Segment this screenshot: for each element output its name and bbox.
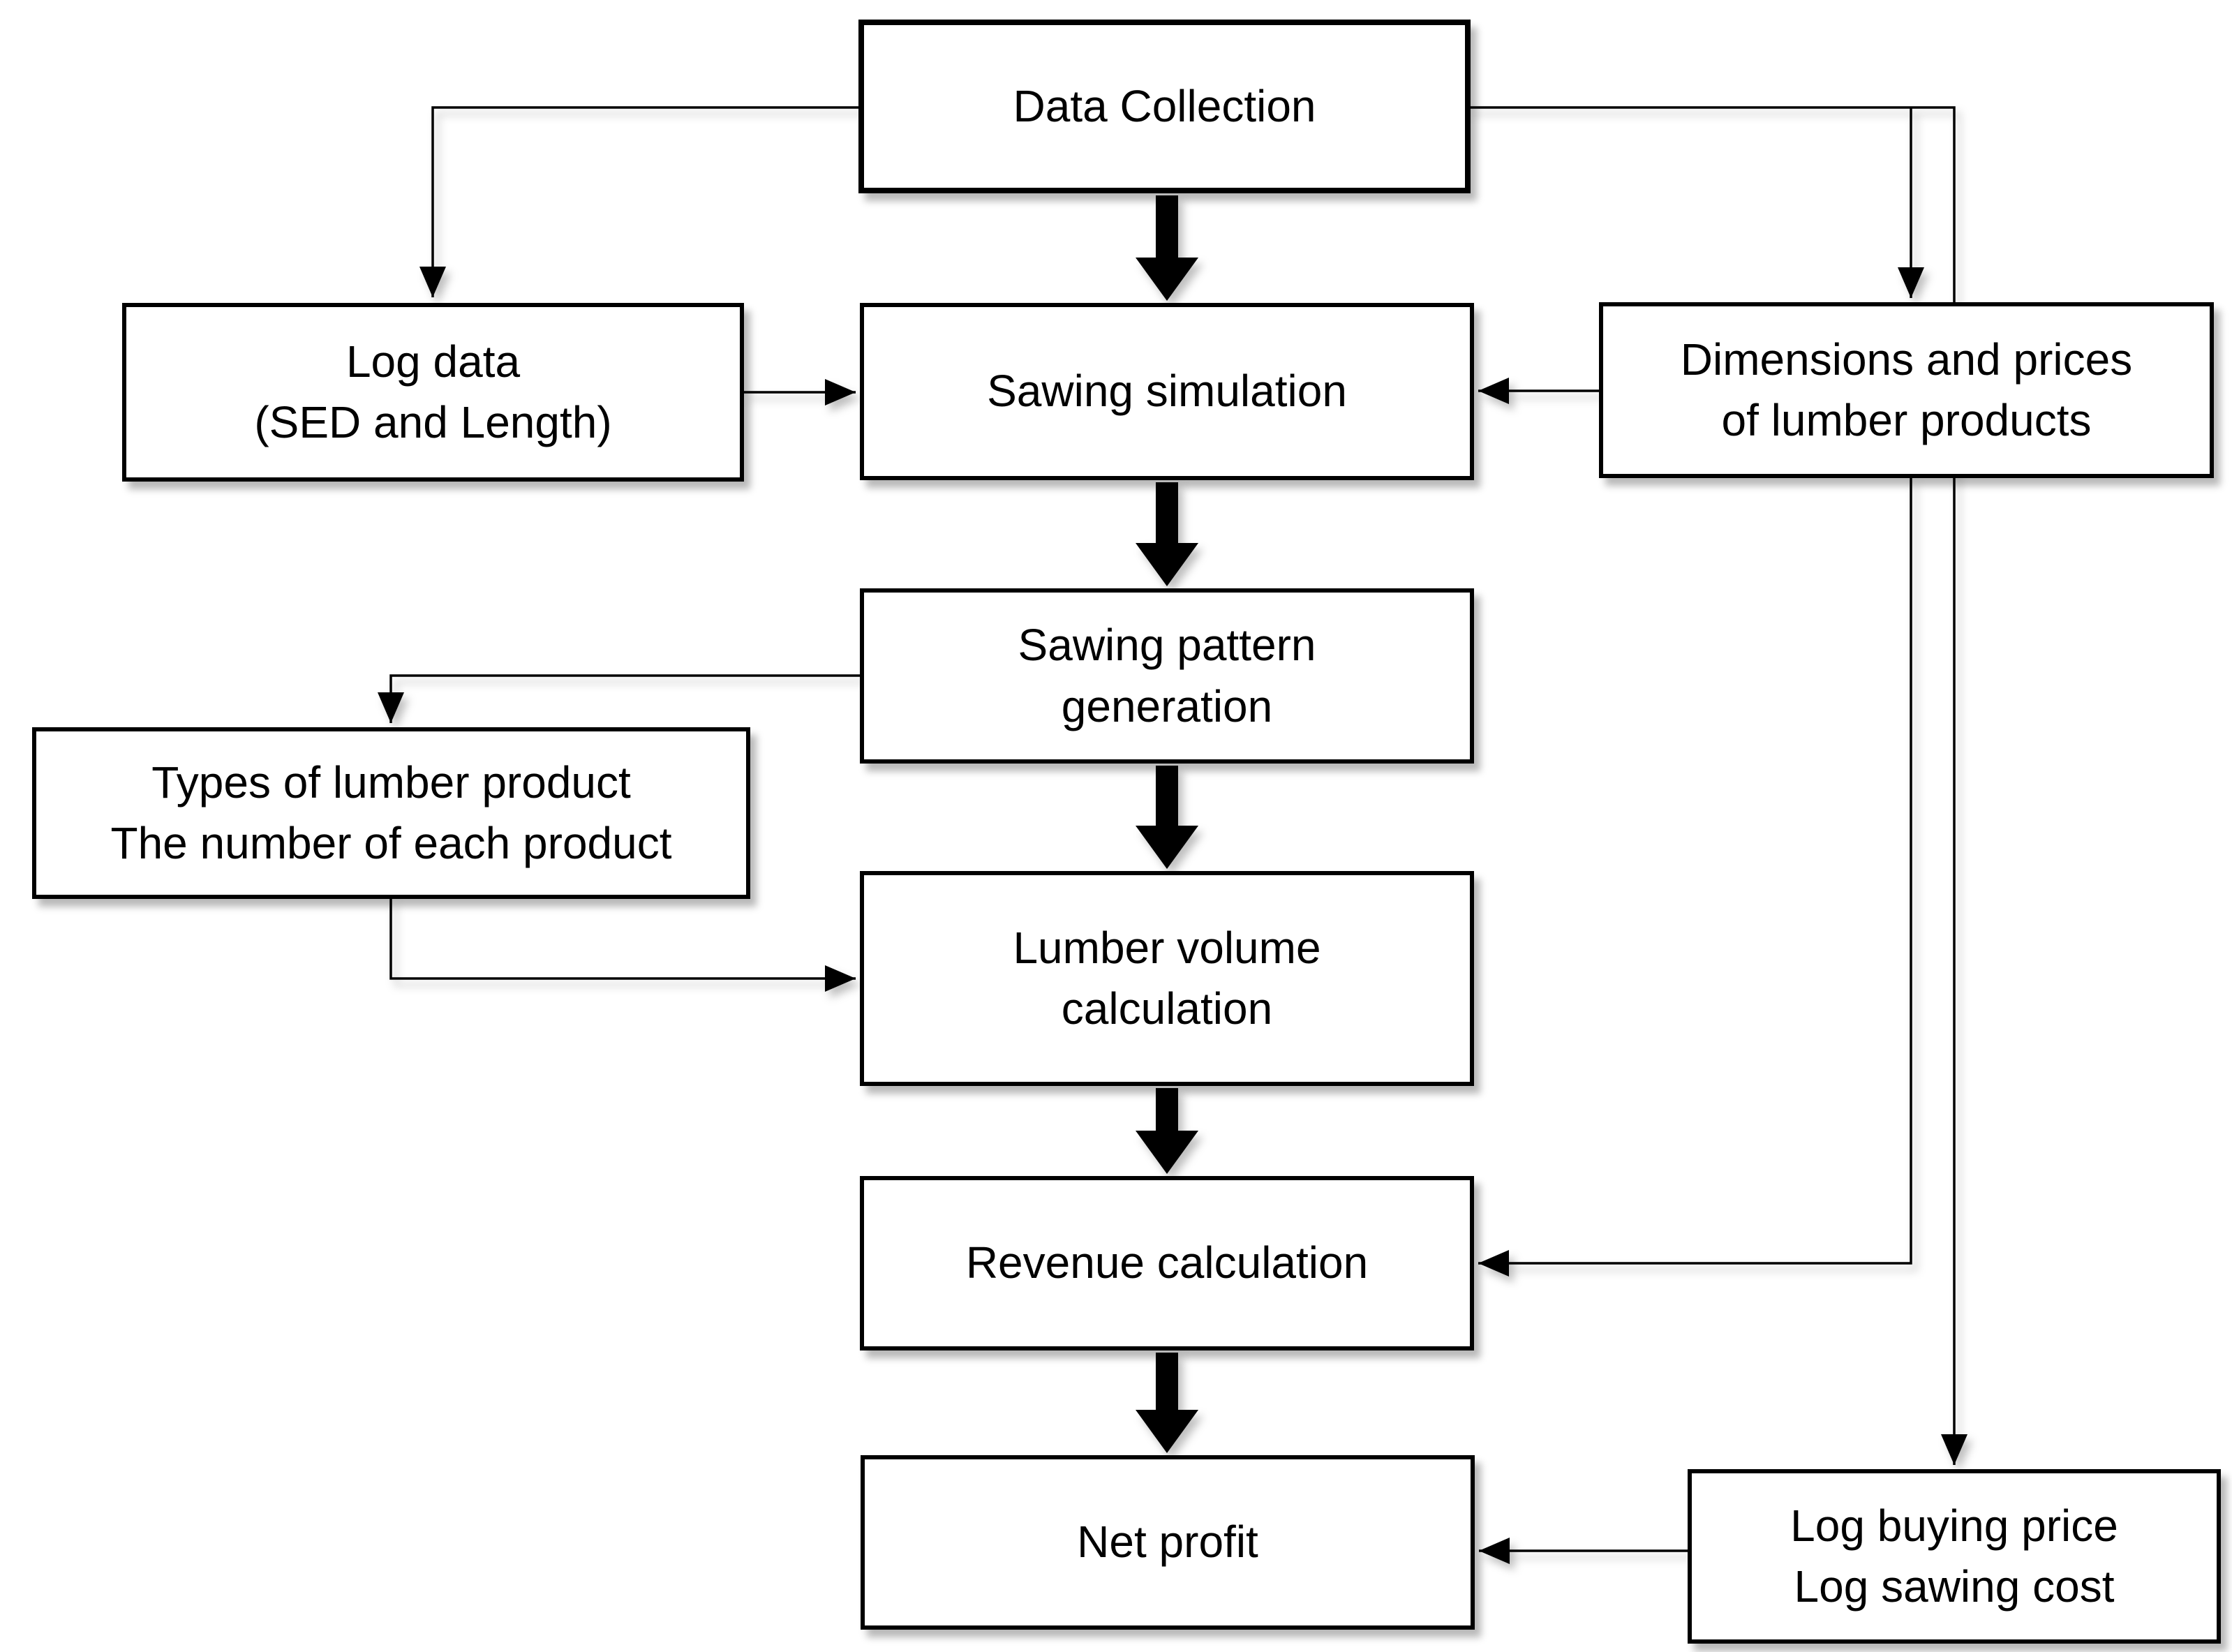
node-lumber-volume-calculation-line2: calculation: [1061, 983, 1273, 1034]
connector-types-to-lumbervolume: [389, 899, 856, 992]
connector-datacollection-to-logdata: [419, 106, 861, 297]
node-lumber-volume-calculation: Lumber volume calculation: [860, 871, 1474, 1086]
node-sawing-simulation-label: Sawing simulation: [987, 366, 1347, 417]
arrow-sawingsimulation-to-sawingpattern: [1136, 482, 1198, 586]
thick-arrows: [1136, 195, 1198, 1453]
node-data-collection: Data Collection: [858, 20, 1471, 193]
node-net-profit-label: Net profit: [1077, 1517, 1258, 1568]
node-log-buying-price-line2: Log sawing cost: [1794, 1561, 2115, 1612]
node-data-collection-label: Data Collection: [1013, 80, 1316, 131]
node-dimensions-and-prices-line1: Dimensions and prices: [1680, 334, 2133, 385]
connector-datacollection-to-logbuyingprice: [1468, 106, 1967, 1465]
node-log-data-line1: Log data: [345, 336, 521, 387]
thin-connectors: [378, 106, 1967, 1564]
connector-dimensions-to-revenue: [1478, 478, 1912, 1277]
node-sawing-pattern-generation-line1: Sawing pattern: [1018, 620, 1316, 671]
node-log-data: Log data (SED and Length): [122, 303, 744, 482]
node-log-data-line2: (SED and Length): [254, 397, 612, 447]
arrow-datacollection-to-sawingsimulation: [1136, 195, 1198, 301]
node-revenue-calculation-label: Revenue calculation: [965, 1237, 1369, 1288]
connector-sawingpattern-to-types: [378, 674, 860, 723]
node-dimensions-and-prices-line2: of lumber products: [1721, 395, 2092, 445]
node-dimensions-and-prices: Dimensions and prices of lumber products: [1599, 302, 2214, 478]
node-net-profit: Net profit: [861, 1455, 1475, 1630]
node-types-of-lumber-product: Types of lumber product The number of ea…: [32, 727, 750, 899]
node-types-of-lumber-product-line1: Types of lumber product: [151, 757, 631, 808]
arrow-revenue-to-netprofit: [1136, 1353, 1198, 1453]
node-revenue-calculation: Revenue calculation: [860, 1176, 1474, 1350]
arrow-sawingpattern-to-lumbervolume: [1136, 766, 1198, 869]
node-log-buying-price-line1: Log buying price: [1790, 1500, 2118, 1551]
node-lumber-volume-calculation-line1: Lumber volume: [1013, 922, 1321, 973]
node-log-buying-price: Log buying price Log sawing cost: [1688, 1469, 2221, 1644]
node-sawing-pattern-generation-line2: generation: [1061, 680, 1273, 731]
node-sawing-simulation: Sawing simulation: [860, 303, 1474, 480]
node-sawing-pattern-generation: Sawing pattern generation: [860, 588, 1474, 764]
node-types-of-lumber-product-line2: The number of each product: [110, 818, 672, 868]
arrow-lumbervolume-to-revenue: [1136, 1088, 1198, 1174]
